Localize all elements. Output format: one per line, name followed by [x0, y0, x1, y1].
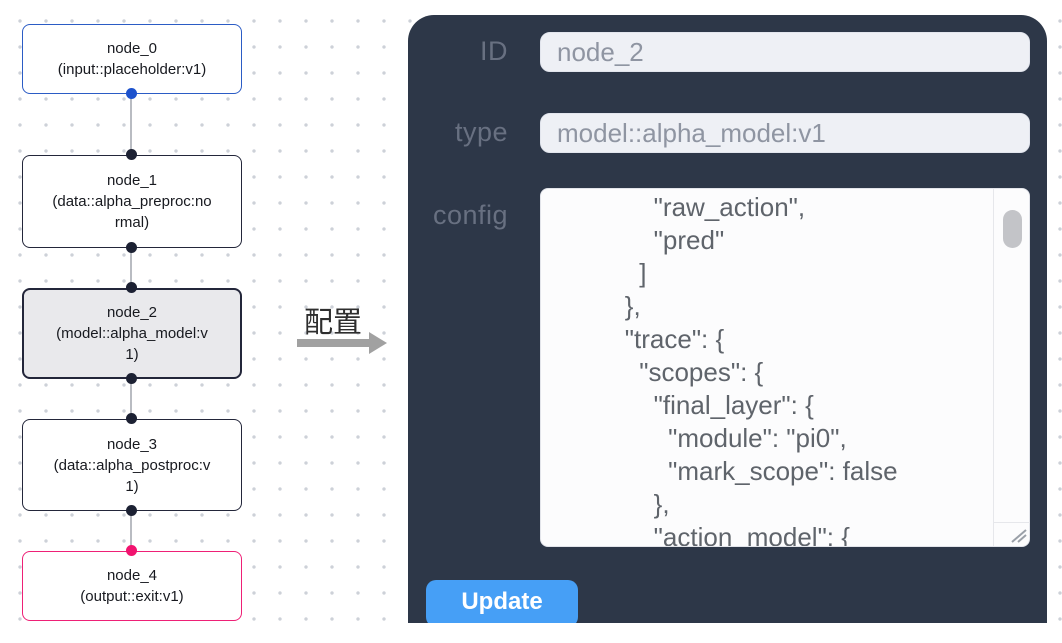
textarea-resize-grip-icon[interactable] [1008, 527, 1030, 545]
flow-node-node_4[interactable]: node_4 (output::exit:v1) [22, 551, 242, 621]
type-input[interactable] [540, 113, 1030, 153]
textarea-scrollbar-corner [994, 522, 1030, 523]
configure-arrow-shaft [297, 339, 371, 347]
handle-node2-target[interactable] [126, 282, 137, 293]
textarea-scrollbar-thumb[interactable] [1003, 210, 1022, 248]
node-subtitle: (data::alpha_preproc:normal) [52, 193, 212, 231]
handle-node2-source[interactable] [126, 373, 137, 384]
flow-node-node_0[interactable]: node_0 (input::placeholder:v1) [22, 24, 242, 94]
edge-node1-node2 [130, 248, 132, 288]
node-title: node_2 [106, 304, 158, 321]
flow-node-node_2-selected[interactable]: node_2 (model::alpha_model:v1) [22, 288, 242, 379]
configure-arrow-label: 配置 [303, 307, 362, 339]
node-title: node_1 [106, 172, 158, 189]
node-title: node_0 [106, 40, 158, 57]
node-subtitle: (output::exit:v1) [80, 588, 184, 605]
config-field-label: config [432, 200, 508, 230]
edge-node3-node4 [130, 511, 132, 551]
handle-node3-source[interactable] [126, 505, 137, 516]
textarea-scrollbar-track-divider [993, 189, 994, 546]
id-field-label: ID [480, 36, 508, 66]
node-subtitle: (model::alpha_model:v1) [56, 325, 208, 363]
update-button[interactable]: Update [426, 580, 578, 623]
node-config-panel: ID type config "raw_action", "pred" ] },… [408, 15, 1047, 623]
node-subtitle: (input::placeholder:v1) [57, 61, 207, 78]
type-field-label: type [454, 117, 508, 147]
handle-node1-source[interactable] [126, 242, 137, 253]
edge-node0-node1 [130, 94, 132, 155]
id-input[interactable] [540, 32, 1030, 72]
node-subtitle: (data::alpha_postproc:v1) [53, 456, 211, 495]
flow-node-node_3[interactable]: node_3 (data::alpha_postproc:v1) [22, 419, 242, 511]
node-title: node_3 [106, 435, 158, 453]
handle-node4-target[interactable] [126, 545, 137, 556]
node-title: node_4 [106, 567, 158, 584]
flow-node-node_1[interactable]: node_1 (data::alpha_preproc:normal) [22, 155, 242, 248]
handle-node1-target[interactable] [126, 149, 137, 160]
handle-node0-source[interactable] [126, 88, 137, 99]
configure-arrow-head-icon [369, 332, 387, 354]
config-json-textarea[interactable]: "raw_action", "pred" ] }, "trace": { "sc… [540, 188, 1030, 547]
edge-node2-node3 [130, 379, 132, 419]
handle-node3-target[interactable] [126, 413, 137, 424]
